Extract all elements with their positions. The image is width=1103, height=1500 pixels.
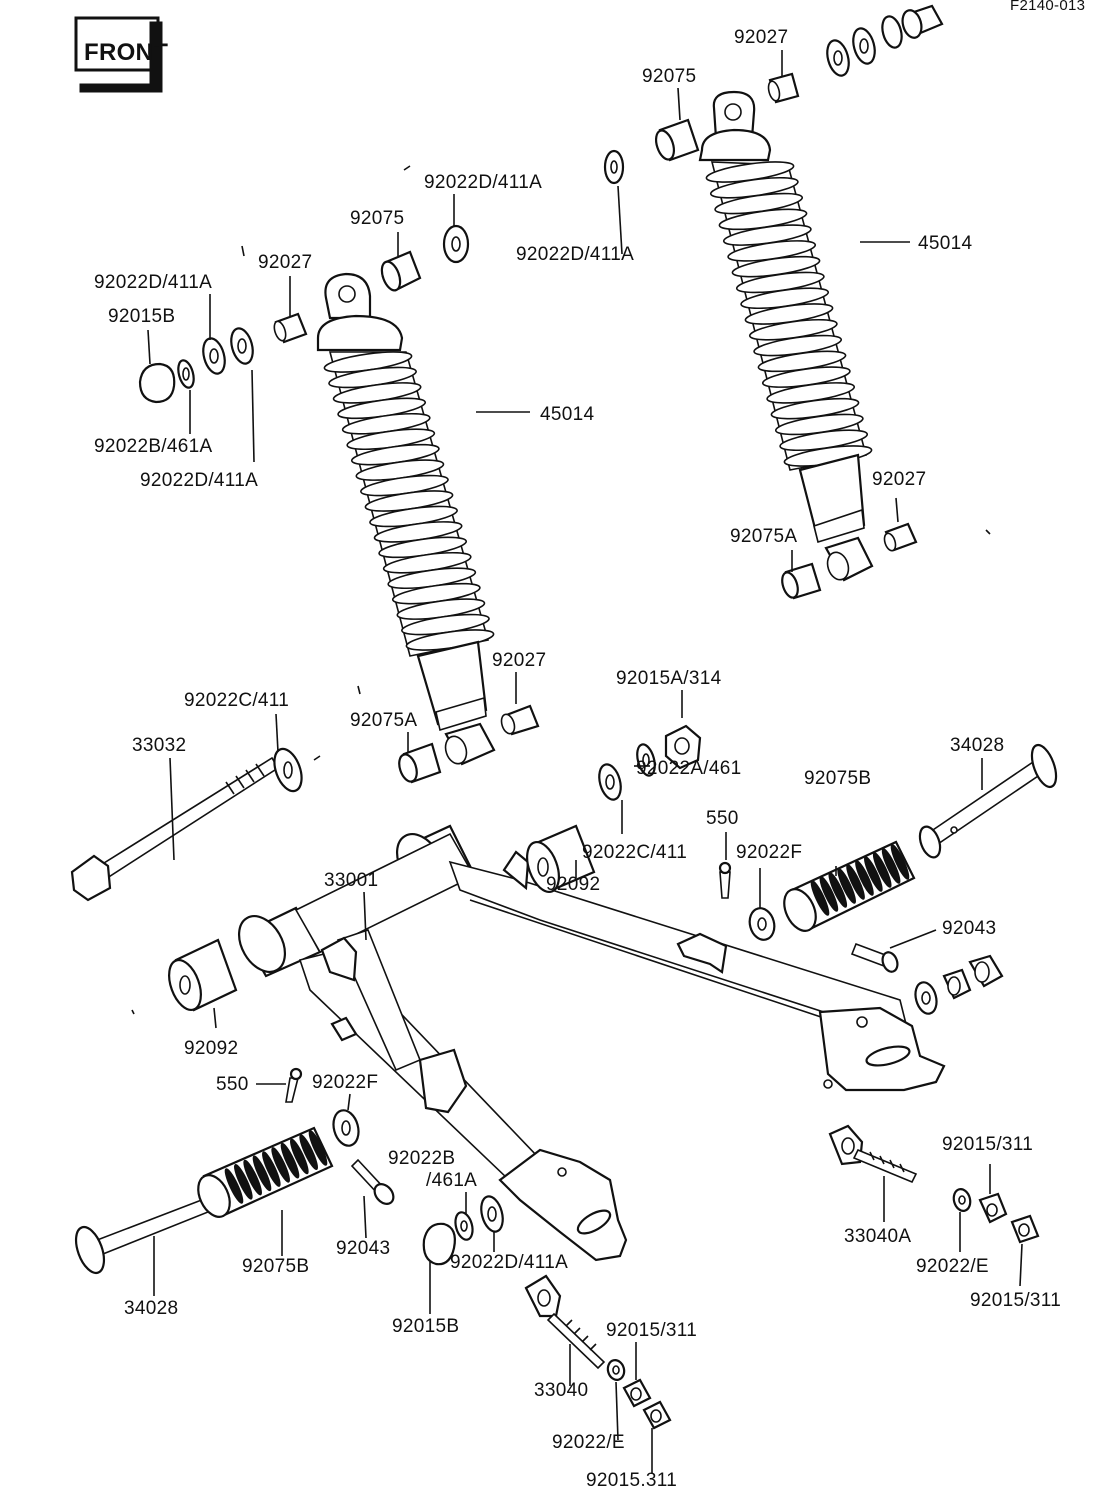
label-92015b-bottom: 92015B [392, 1316, 459, 1337]
figure-code: F2140-013 [1010, 0, 1085, 14]
label-92022e-bottom: 92022/E [552, 1432, 625, 1453]
label-92027-top-right: 92027 [734, 27, 788, 48]
label-92015b-left: 92015B [108, 306, 175, 327]
rubber-rib [890, 844, 910, 880]
chain-adjuster-left [524, 1274, 606, 1370]
cotter-pin-right [718, 861, 732, 899]
label-92027-left: 92027 [258, 252, 312, 273]
clevis-pin-left [350, 1158, 395, 1205]
chain-adjuster-right-nuts [952, 1188, 1040, 1244]
label-92043-right: 92043 [942, 918, 996, 939]
rubber-rib [280, 1142, 300, 1179]
rubber-rib [308, 1130, 328, 1166]
label-92075a-left: 92075A [350, 710, 417, 731]
label-33032: 33032 [132, 735, 186, 756]
label-45014-left: 45014 [540, 404, 594, 425]
label-33040a: 33040A [844, 1226, 911, 1247]
label-92022d-411a-top: 92022D/411A [424, 172, 542, 193]
scan-marks [131, 165, 991, 1015]
label-92092-mid: 92092 [546, 874, 600, 895]
rubber-rib [855, 860, 874, 896]
chain-adjuster-left-nuts [606, 1359, 672, 1430]
label-92022c-411-left: 92022C/411 [184, 690, 289, 711]
footpeg-shaft-right [918, 743, 1058, 859]
rubber-rib [252, 1155, 272, 1192]
label-45014-right: 45014 [918, 233, 972, 254]
rubber-rib [828, 872, 848, 908]
right-shock-bottom-hardware [781, 522, 918, 600]
label-550-left: 550 [216, 1074, 249, 1095]
label-92043-left: 92043 [336, 1238, 390, 1259]
rubber-rib [864, 856, 883, 892]
pivot-nut-hardware [598, 724, 702, 801]
label-92022c-411-mid: 92022C/411 [582, 842, 687, 863]
rubber-rib [881, 848, 901, 884]
label-92015-311-right-2: 92015/311 [970, 1290, 1061, 1311]
label-92022d-411a-left-bottom: 92022D/411A [140, 470, 258, 491]
shock-absorber-left [316, 272, 496, 766]
label-92015-311-right-1: 92015/311 [942, 1134, 1033, 1155]
leader-lines [147, 50, 1023, 1474]
callout-labels: 92027 92075 92022D/411A 92022D/411A 4501… [94, 27, 1061, 1491]
label-92022e-right: 92022/E [916, 1256, 989, 1277]
rubber-rib [234, 1163, 253, 1200]
rubber-rib [290, 1138, 309, 1175]
rubber-rib [810, 880, 830, 916]
pivot-bolt [70, 747, 303, 902]
axle-nut-cluster-right [914, 954, 1004, 1015]
swing-arm [237, 824, 946, 1262]
label-92015-311-bottom-1: 92015/311 [606, 1320, 697, 1341]
left-shock-bottom-hardware [398, 704, 540, 784]
washer-92022f-right [748, 907, 776, 941]
axle-hardware-left [422, 1195, 504, 1266]
cotter-pin-left [285, 1067, 303, 1103]
front-badge-text: FRONT [84, 39, 168, 66]
rubber-rib [819, 876, 839, 912]
label-92022f-left: 92022F [312, 1072, 378, 1093]
shock-absorber-right [698, 90, 874, 582]
pivot-bushing-left [168, 938, 238, 1012]
label-92092-left: 92092 [184, 1038, 238, 1059]
footpeg-rubber-left [197, 1126, 334, 1218]
label-92027-right-lower: 92027 [872, 469, 926, 490]
right-shock-top-hardware [603, 4, 944, 185]
chain-adjuster-right [828, 1124, 918, 1184]
label-92075b-left: 92075B [242, 1256, 309, 1277]
pivot-bushing-right [526, 824, 596, 893]
rubber-rib [846, 864, 865, 900]
label-92022d-411a-mid: 92022D/411A [516, 244, 634, 265]
label-92015a-314: 92015A/314 [616, 668, 722, 689]
label-92022b: 92022B [388, 1148, 455, 1169]
label-92075-top-right: 92075 [642, 66, 696, 87]
label-92022a-461: 92022A/461 [636, 758, 742, 779]
rubber-rib [872, 852, 892, 888]
label-34028-left: 34028 [124, 1298, 178, 1319]
label-33001: 33001 [324, 870, 378, 891]
label-33040: 33040 [534, 1380, 588, 1401]
label-92015-311-bottom-2: 92015.311 [586, 1470, 677, 1491]
rubber-rib [224, 1168, 244, 1204]
label-92075a-right: 92075A [730, 526, 797, 547]
rubber-rib [262, 1151, 281, 1187]
label-550-right: 550 [706, 808, 739, 829]
footpeg-rubber-right [783, 840, 916, 932]
label-461a: /461A [426, 1170, 477, 1191]
rubber-rib [299, 1134, 318, 1171]
label-92022d-411a-bottom: 92022D/411A [450, 1252, 568, 1273]
label-92022f-right: 92022F [736, 842, 802, 863]
rubber-rib [271, 1147, 290, 1183]
clevis-pin-right [850, 942, 899, 973]
label-92075b-right: 92075B [804, 768, 871, 789]
label-92075-left: 92075 [350, 208, 404, 229]
front-direction-badge: FRONT [74, 16, 168, 93]
rubber-rib [243, 1159, 262, 1196]
label-92022b-461a-left: 92022B/461A [94, 436, 212, 457]
label-34028-right: 34028 [950, 735, 1004, 756]
rubber-rib [837, 868, 856, 904]
label-92022d-411a-left-top: 92022D/411A [94, 272, 212, 293]
left-shock-top-hardware [138, 224, 470, 404]
washer-92022f-left [332, 1109, 360, 1147]
label-92027-left-lower: 92027 [492, 650, 546, 671]
